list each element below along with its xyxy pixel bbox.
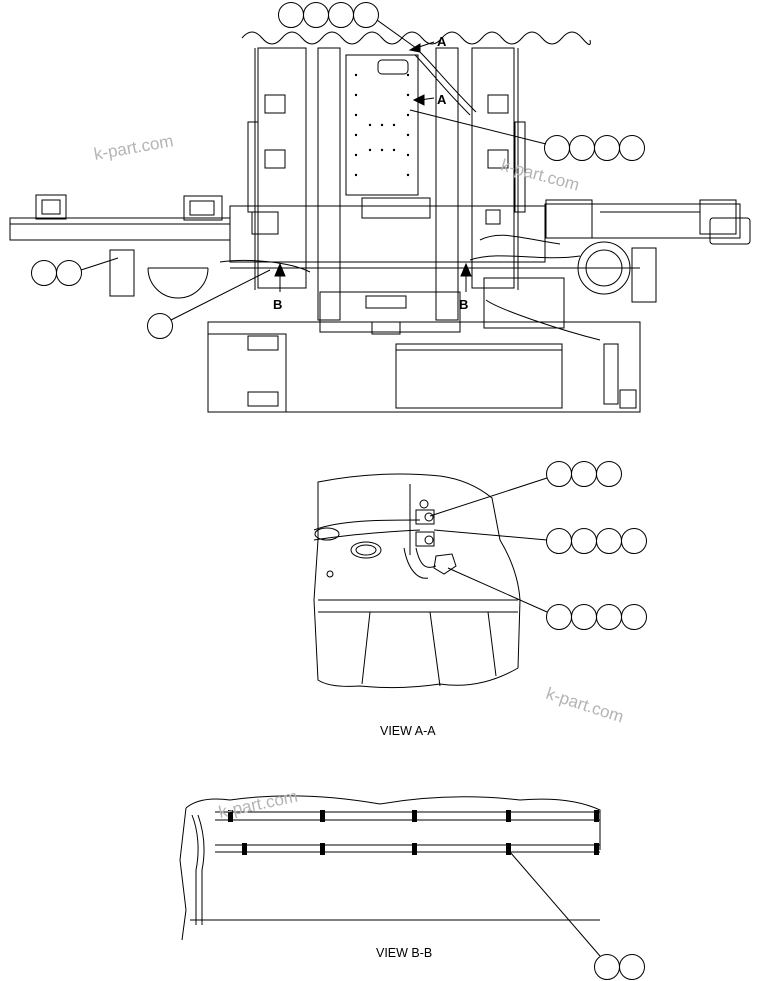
detail-outline (185, 795, 601, 850)
left-components (109, 249, 209, 299)
lower-body (207, 277, 641, 413)
main-view: A A B B (9, 2, 751, 413)
callout-group-aa-1 (429, 461, 622, 517)
watermark: k-part.com (92, 131, 174, 164)
callout-single (147, 269, 271, 339)
watermark: k-part.com (544, 684, 626, 727)
panel-rivets (354, 73, 410, 177)
callout-group-bb (509, 851, 645, 980)
view-a-a-caption: VIEW A-A (380, 724, 436, 738)
top-break-line (241, 31, 591, 45)
watermark: k-part.com (217, 787, 299, 822)
section-letter: A (437, 92, 447, 107)
frame-beam (9, 203, 741, 269)
section-mark-b-right: B (459, 262, 472, 312)
detail-outline (313, 473, 521, 689)
view-b-b-caption: VIEW B-B (376, 946, 432, 960)
watermark: k-part.com (499, 156, 581, 195)
callout-group-top (278, 2, 417, 49)
section-mark-a-lower: A (412, 92, 447, 107)
section-letter: B (273, 297, 282, 312)
hose-routing (219, 51, 601, 341)
view-a-a: VIEW A-A k-part.com (313, 461, 647, 738)
section-mark-b-left: B (273, 262, 286, 312)
section-letter: B (459, 297, 468, 312)
right-components (485, 199, 751, 303)
view-b-b: VIEW B-B k-part.com (179, 787, 645, 980)
hose-clamps (228, 810, 599, 855)
tower-structure (247, 47, 526, 321)
callout-group-left (31, 257, 119, 286)
section-letter: A (437, 34, 447, 49)
left-step-plates (35, 194, 279, 235)
callout-group-aa-2 (433, 528, 647, 554)
callout-group-aa-3 (447, 567, 647, 630)
callout-group-right (409, 109, 645, 161)
